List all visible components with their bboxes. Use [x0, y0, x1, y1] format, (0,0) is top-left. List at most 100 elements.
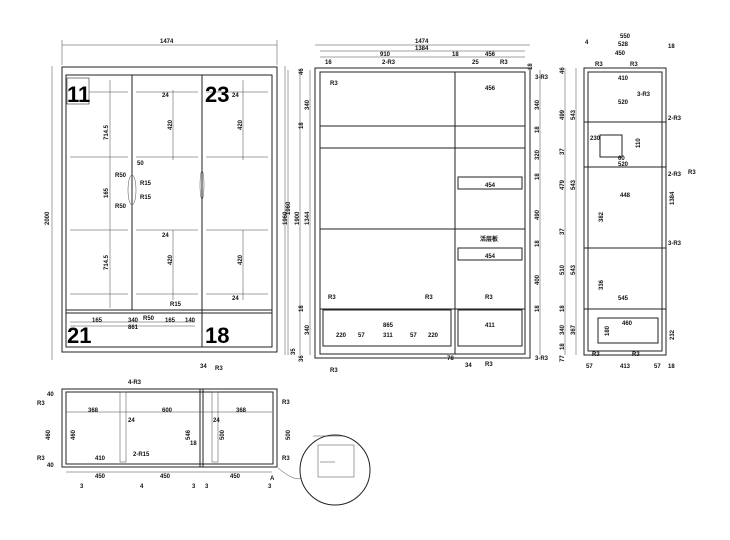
dimension-label: 57: [586, 364, 593, 370]
side-left-dims: 46 499 543 37 479 543 37 510 543 18 340 …: [560, 67, 577, 362]
dimension-label: 714.5: [104, 124, 110, 140]
dimension-label: 18: [452, 52, 459, 58]
dimension-label: 340: [305, 324, 311, 335]
dimension-label: 4-R3: [128, 380, 142, 386]
dimension-label: 543: [571, 264, 577, 275]
dimension-label: 78: [447, 356, 454, 362]
dimension-label: 50: [137, 161, 144, 167]
dimension-label: 4: [585, 40, 589, 46]
dimension-label: 232: [670, 329, 676, 340]
dimension-label: 18: [668, 364, 675, 370]
dimension-label: 18: [190, 441, 197, 447]
dimension-label: 2-R3: [382, 60, 396, 66]
dimension-label: 413: [620, 364, 631, 370]
dimension-label: 18: [299, 305, 305, 312]
dimension-label: R50: [115, 204, 127, 210]
dimension-label: 140: [185, 318, 196, 324]
dimension-label: 528: [618, 42, 629, 48]
dimension-label: 450: [615, 51, 626, 57]
dimension-label: 1960: [283, 211, 289, 225]
dimension-label: 46: [560, 67, 566, 74]
dimension-label: 40: [47, 392, 54, 398]
section-inner-width: 1384: [415, 46, 429, 52]
dimension-label: R3: [37, 456, 45, 462]
dimension-label: R3: [425, 295, 433, 301]
dimension-label: R3: [330, 81, 338, 87]
dimension-label: 456: [485, 86, 496, 92]
dimension-label: 410: [95, 456, 106, 462]
dimension-label: 411: [485, 323, 495, 329]
dimension-label: 110: [636, 138, 642, 148]
dimension-label: 40: [47, 463, 54, 469]
dimension-label: 499: [560, 109, 566, 120]
dimension-label: 165: [92, 318, 103, 324]
dimension-label: 368: [236, 408, 247, 414]
dimension-label: 340: [305, 99, 311, 110]
dimension-label: R3: [500, 60, 508, 66]
dimension-label: 400: [535, 274, 541, 285]
front-dimensions: 714.5 714.5 420 420 420 420 R50 R15 R15 …: [92, 93, 244, 372]
dimension-label: 340: [128, 318, 139, 324]
dimension-label: R3: [485, 362, 493, 368]
dimension-label: R3: [688, 170, 696, 176]
dimension-label: 165: [104, 187, 110, 198]
dimension-label: 510: [560, 264, 566, 275]
dimension-label: 320: [535, 149, 541, 160]
side-view: 550 528 450 4 18 R3 R3 410 3-R3 520 2-R3…: [560, 34, 696, 370]
dimension-label: 18: [528, 63, 534, 70]
dimension-label: 3: [268, 484, 272, 490]
dimension-label: 3: [80, 484, 84, 490]
dimension-label: 382: [599, 211, 605, 222]
dimension-label: 543: [571, 109, 577, 120]
section-view: 1474 1384 910 18 456 456 454 454 865 411…: [283, 39, 549, 374]
dimension-label: 456: [485, 52, 496, 58]
dimension-label: 60: [618, 156, 625, 162]
dimension-label: 25: [472, 60, 479, 66]
dimension-label: R3: [595, 62, 603, 68]
dimension-label: 37: [560, 228, 566, 235]
dimension-label: 861: [128, 325, 139, 331]
dimension-label: 410: [618, 76, 629, 82]
section-right-dims: 340 18 320 18 490 18 400 18 18: [528, 63, 541, 355]
drawer-number-18: 18: [205, 323, 229, 348]
dimension-label: R3: [215, 366, 223, 372]
dimension-label: 500: [220, 429, 226, 440]
drawer-number-21: 21: [67, 323, 91, 348]
dimension-label: R15: [140, 195, 152, 201]
dimension-label: 18: [668, 44, 675, 50]
dimension-label: 420: [238, 119, 244, 130]
dimension-label: 460: [71, 429, 77, 440]
dimension-label: R3: [330, 368, 338, 374]
dimension-label: 454: [485, 254, 496, 260]
dimension-label: 18: [299, 122, 305, 129]
dimension-label: 3-R3: [668, 241, 682, 247]
dimension-label: 454: [485, 183, 496, 189]
dimension-label: R3: [328, 295, 336, 301]
dimension-label: R50: [115, 173, 127, 179]
door-number-11: 11: [67, 82, 90, 107]
dimension-label: 24: [232, 296, 239, 302]
dimension-label: 367: [571, 324, 577, 335]
dimension-label: 600: [162, 408, 173, 414]
dimension-label: 24: [162, 233, 169, 239]
dimension-label: 490: [535, 209, 541, 220]
door-number-23: 23: [205, 82, 229, 107]
dimension-label: 1344: [305, 211, 311, 225]
dimension-label: R3: [630, 62, 638, 68]
dimension-label: 37: [560, 148, 566, 155]
dimension-label: 450: [160, 474, 171, 480]
dimension-label: 550: [620, 34, 631, 40]
dimension-label: 420: [238, 254, 244, 265]
dimension-label: 57: [358, 333, 365, 339]
dimension-label: 460: [46, 429, 52, 440]
dimension-label: 3-R3: [637, 92, 651, 98]
dimension-label: 340: [535, 99, 541, 110]
front-height: 2000: [45, 211, 51, 225]
dimension-label: 910: [380, 52, 391, 58]
section-notes: 2-R3 R3 R3 R3 R3 R3 R3 R3 3-R3 3-R3 220 …: [325, 60, 549, 374]
dimension-label: 18: [535, 173, 541, 180]
dimension-label: 520: [618, 162, 629, 168]
dimension-label: 2-R15: [133, 452, 150, 458]
dimension-label: 180: [605, 325, 611, 336]
dimension-label: 34: [200, 364, 207, 370]
